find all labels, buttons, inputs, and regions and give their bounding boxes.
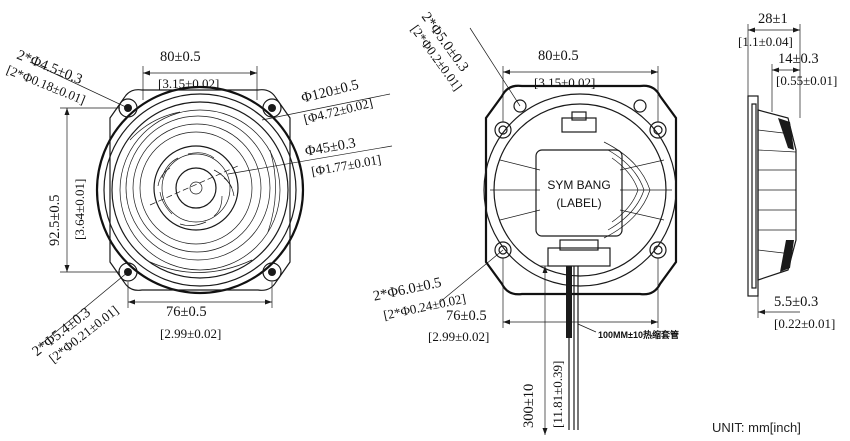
- side-flange-dim: 5.5±0.3: [774, 294, 819, 310]
- side-view: [747, 24, 801, 318]
- back-width-dim: 80±0.5: [538, 48, 579, 64]
- unit-label: UNIT: mm[inch]: [712, 420, 801, 435]
- back-bottom-width-dim: 76±0.5: [446, 308, 487, 324]
- front-width-dim-inch: [3.15±0.02]: [158, 76, 220, 91]
- front-view: [29, 61, 393, 346]
- lead-length-dim-inch: [11.81±0.39]: [550, 360, 565, 428]
- side-total-depth-dim: 28±1: [758, 11, 788, 27]
- front-width-dim: 80±0.5: [160, 49, 201, 65]
- back-label-line2: (LABEL): [556, 196, 602, 210]
- back-label-line1: SYM BANG: [547, 178, 611, 192]
- side-inlet-depth-dim-inch: [0.55±0.01]: [776, 73, 838, 88]
- front-bottom-width-dim: 76±0.5: [166, 304, 207, 320]
- front-height-dim-inch: [3.64±0.01]: [72, 178, 87, 240]
- side-flange-dim-inch: [0.22±0.01]: [774, 316, 836, 331]
- front-height-dim: 92.5±0.5: [47, 194, 63, 246]
- front-bottom-width-dim-inch: [2.99±0.02]: [160, 326, 222, 341]
- back-width-dim-inch: [3.15±0.02]: [534, 75, 596, 90]
- lead-length-dim: 300±10: [521, 383, 537, 428]
- side-inlet-depth-dim: 14±0.3: [778, 51, 819, 67]
- heat-shrink-sleeve-note: 100MM±10热缩套管: [598, 330, 679, 340]
- back-bottom-width-dim-inch: [2.99±0.02]: [428, 329, 490, 344]
- side-total-depth-dim-inch: [1.1±0.04]: [738, 34, 793, 49]
- back-view: [439, 27, 678, 435]
